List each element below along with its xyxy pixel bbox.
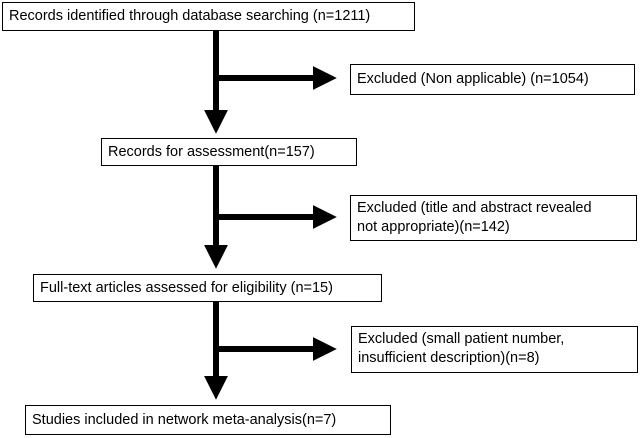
box-excluded-non-applicable: Excluded (Non applicable) (n=1054) bbox=[350, 64, 635, 95]
box-studies-included: Studies included in network meta-analysi… bbox=[25, 405, 391, 435]
excluded-small-patient-line-1: Excluded (small patient number, bbox=[358, 331, 565, 347]
box-records-for-assessment: Records for assessment(n=157) bbox=[101, 138, 357, 166]
records-for-assessment-label: Records for assessment(n=157) bbox=[108, 143, 315, 160]
excluded-title-abstract-line-1: Excluded (title and abstract revealed bbox=[357, 200, 592, 216]
full-text-articles-label: Full-text articles assessed for eligibil… bbox=[40, 279, 333, 296]
excluded-small-patient-line-2: insufficient description)(n=8) bbox=[358, 350, 540, 366]
box-excluded-title-abstract: Excluded (title and abstract revealed no… bbox=[350, 195, 637, 241]
box-excluded-small-patient: Excluded (small patient number, insuffic… bbox=[351, 326, 638, 373]
records-identified-label: Records identified through database sear… bbox=[9, 8, 371, 24]
box-full-text-articles: Full-text articles assessed for eligibil… bbox=[33, 274, 382, 302]
studies-included-label: Studies included in network meta-analysi… bbox=[32, 411, 337, 428]
box-records-identified: Records identified through database sear… bbox=[2, 2, 415, 31]
excluded-title-abstract-line-2: not appropriate)(n=142) bbox=[357, 219, 510, 235]
excluded-non-applicable-label: Excluded (Non applicable) (n=1054) bbox=[357, 71, 589, 87]
